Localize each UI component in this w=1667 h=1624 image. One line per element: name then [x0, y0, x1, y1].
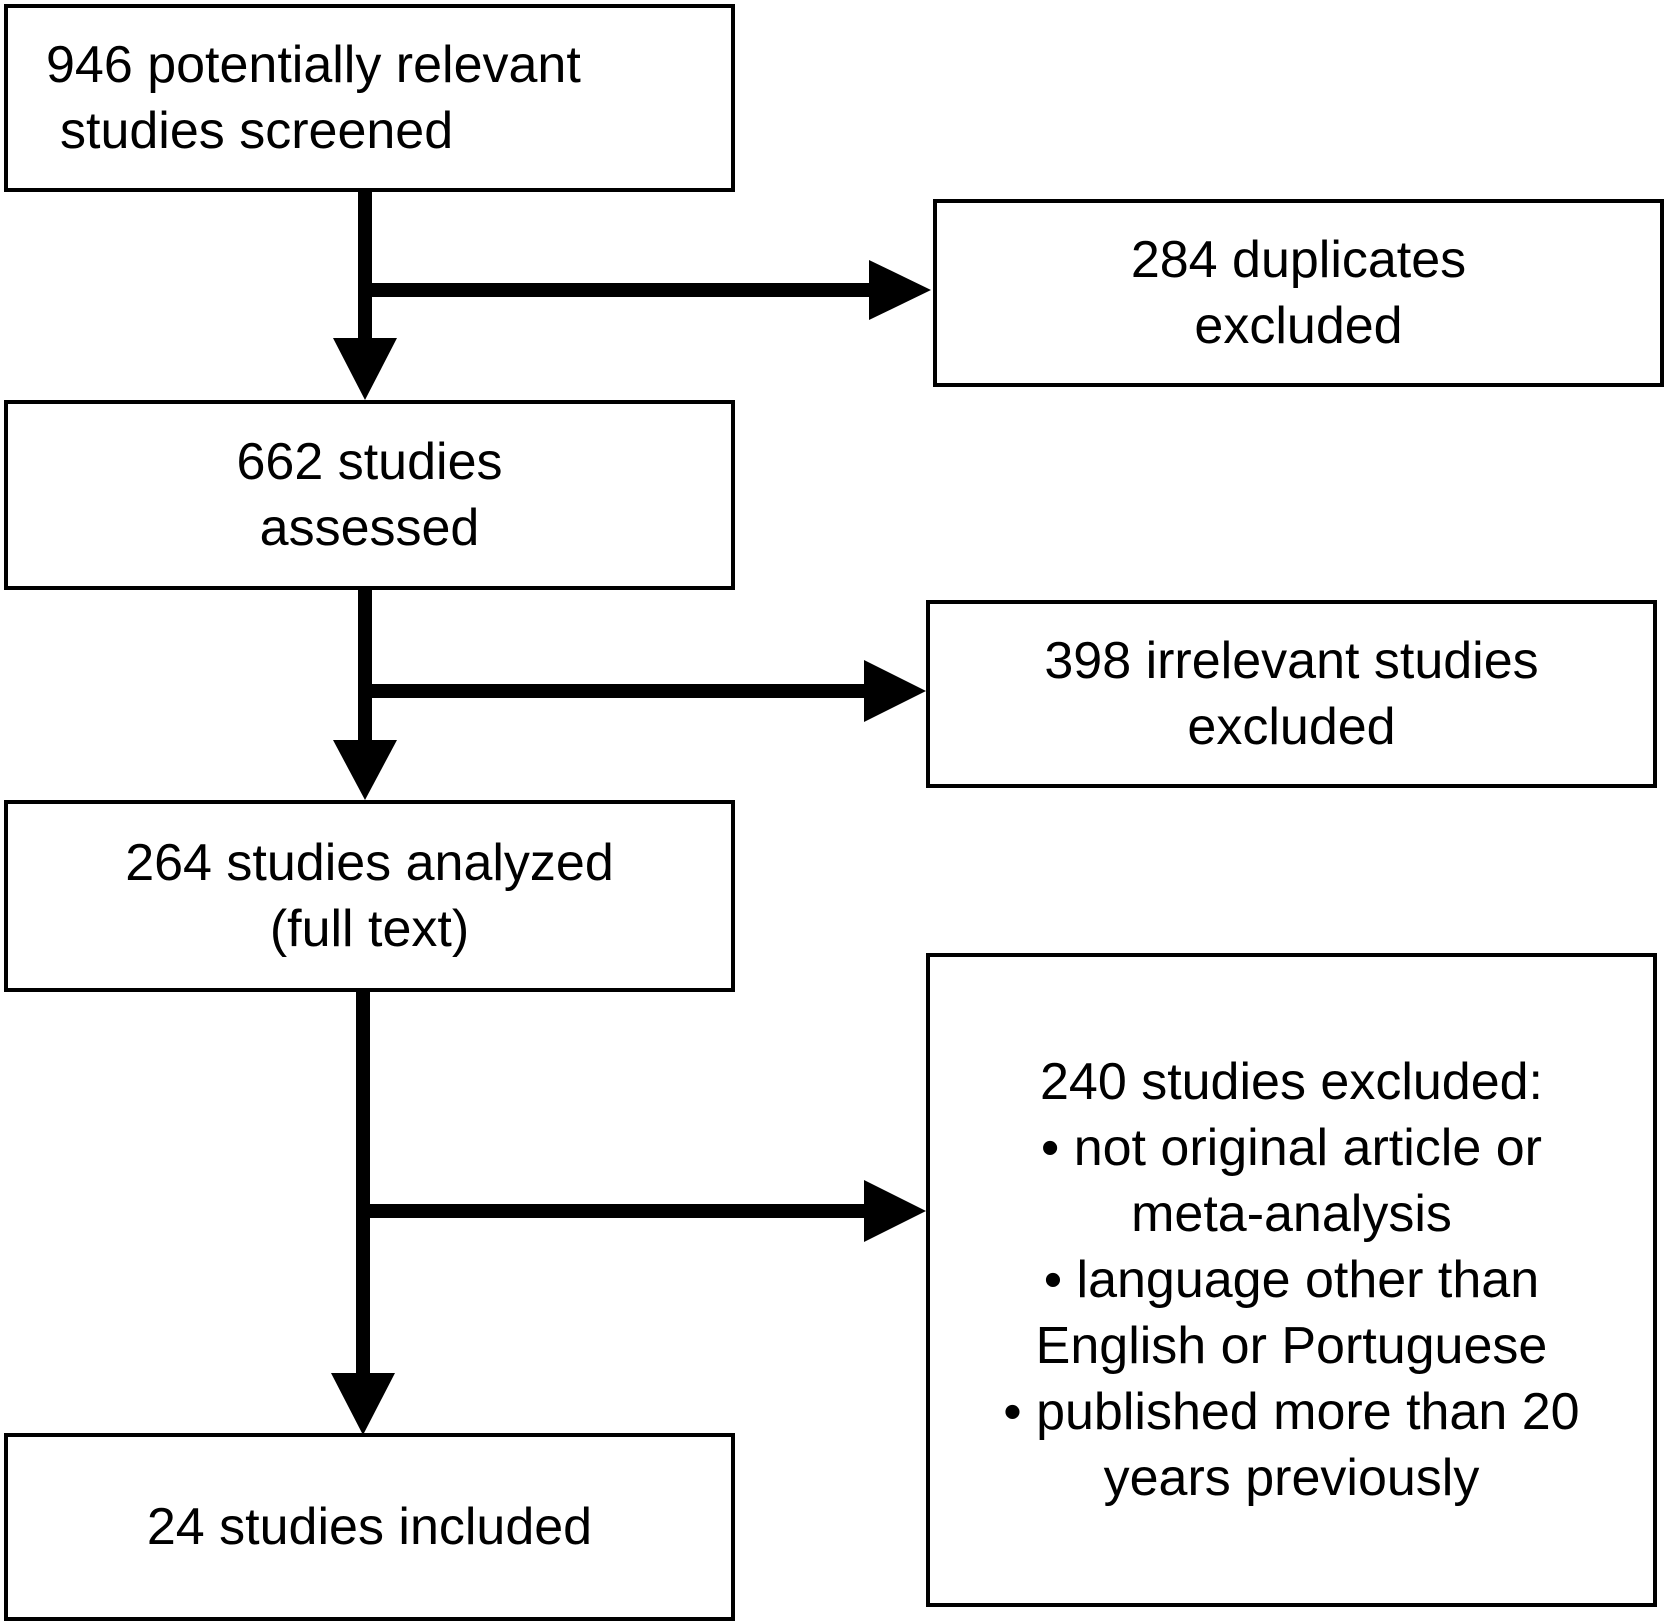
screened-box: 946 potentially relevant studies screene… [4, 4, 735, 192]
included-line-1: 24 studies included [146, 1498, 593, 1556]
included-box: 24 studies included [4, 1433, 735, 1621]
excluded-heading: 240 studies excluded: [1039, 1053, 1543, 1111]
screened-line-2: studies screened [60, 102, 454, 160]
excluded-reason-1: • not original article or [1041, 1119, 1542, 1177]
excluded-reason-1-cont: meta-analysis [1131, 1185, 1452, 1243]
assessed-line-2: assessed [259, 499, 480, 557]
assessed-line-1: 662 studies [236, 433, 503, 491]
arrowhead-right-2 [864, 660, 926, 722]
trunk-arrow-2 [358, 585, 372, 743]
analyzed-box: 264 studies analyzed (full text) [4, 800, 735, 992]
analyzed-line-2: (full text) [269, 900, 470, 958]
excluded-reason-2-cont: English or Portuguese [1035, 1317, 1548, 1375]
irrelevant-box: 398 irrelevant studies excluded [926, 600, 1657, 788]
arrowhead-down-1 [333, 338, 397, 400]
arrowhead-down-3 [331, 1373, 395, 1435]
assessed-box: 662 studies assessed [4, 400, 735, 590]
trunk-arrow-1 [358, 185, 372, 340]
excluded-reason-3: • published more than 20 [1003, 1383, 1580, 1441]
excluded-reason-3-cont: years previously [1103, 1449, 1480, 1507]
duplicates-line-1: 284 duplicates [1130, 231, 1467, 289]
branch-arrow-1 [372, 283, 872, 297]
fulltext-excluded-box: 240 studies excluded: • not original art… [926, 953, 1657, 1607]
irrelevant-line-1: 398 irrelevant studies [1044, 632, 1539, 690]
trunk-arrow-3 [356, 985, 370, 1375]
arrowhead-down-2 [333, 740, 397, 800]
excluded-reason-2: • language other than [1043, 1251, 1540, 1309]
duplicates-box: 284 duplicates excluded [933, 199, 1664, 387]
arrowhead-right-1 [869, 260, 931, 320]
arrowhead-right-3 [864, 1180, 926, 1242]
branch-arrow-2 [372, 684, 866, 698]
duplicates-line-2: excluded [1194, 297, 1403, 355]
screened-line-1: 946 potentially relevant [46, 36, 581, 94]
irrelevant-line-2: excluded [1187, 698, 1396, 756]
branch-arrow-3 [370, 1204, 866, 1218]
analyzed-line-1: 264 studies analyzed [125, 834, 614, 892]
